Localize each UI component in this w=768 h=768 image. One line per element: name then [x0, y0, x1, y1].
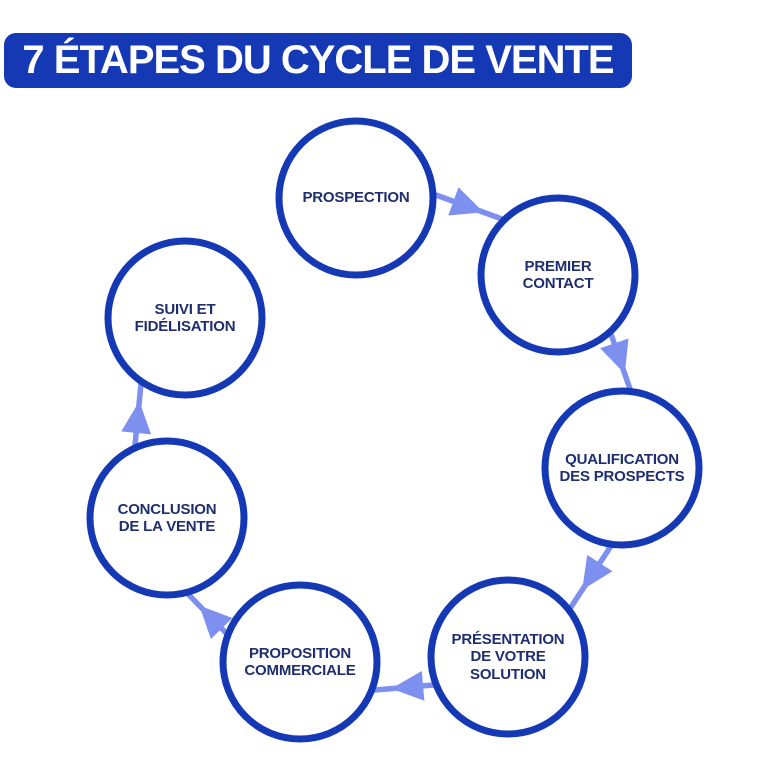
page-title: 7 ÉTAPES DU CYCLE DE VENTE	[22, 38, 614, 82]
arrowhead-icon-1	[448, 187, 484, 216]
step-circle-conclusion	[86, 437, 248, 599]
step-circle-prospection	[275, 117, 437, 279]
flow-arrows	[121, 187, 633, 701]
arrowhead-icon-5	[199, 605, 233, 639]
step-circle-premier-contact	[477, 194, 639, 356]
step-circle-proposition	[219, 581, 381, 743]
step-circle-qualification	[541, 387, 703, 549]
step-circles	[86, 117, 703, 743]
arrowhead-icon-6	[121, 401, 152, 435]
title-banner: 7 ÉTAPES DU CYCLE DE VENTE	[4, 33, 632, 88]
arrowhead-icon-3	[582, 554, 613, 590]
step-circle-suivi	[104, 237, 266, 399]
step-circle-presentation	[427, 576, 589, 738]
arrowhead-icon-2	[600, 338, 629, 374]
arrowhead-icon-4	[391, 671, 425, 701]
